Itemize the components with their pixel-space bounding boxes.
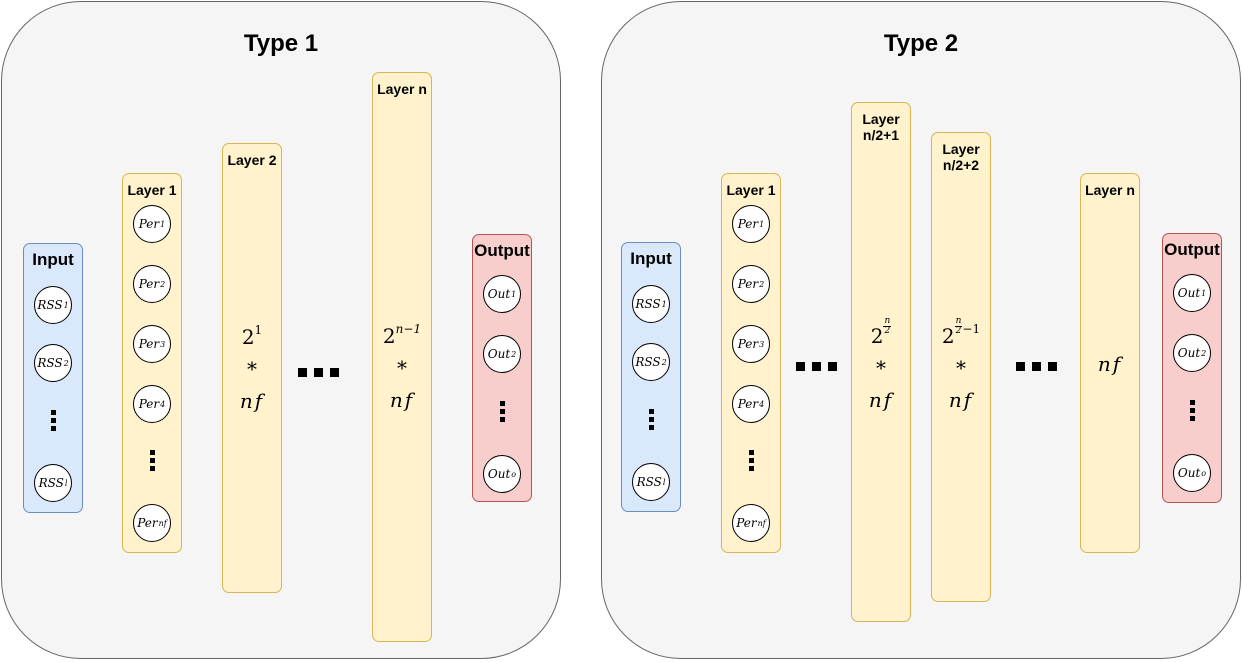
type1-title: Type 1 [243, 30, 319, 57]
vertical-ellipsis [1190, 400, 1196, 424]
vertical-ellipsis [51, 410, 57, 434]
layer-mid2-label: Layer n/2+2 [942, 141, 980, 173]
layern-label: Layer n [1085, 182, 1135, 198]
horizontal-ellipsis [298, 364, 346, 377]
output-label: Output [474, 241, 530, 260]
type1-layern-column: Layer n 2n−1 * nf [372, 72, 432, 642]
type2-layern-column: Layer n nf [1080, 173, 1140, 553]
layer2-size-formula: 21 * nf [239, 323, 265, 413]
vertical-ellipsis [500, 401, 506, 425]
layern-size-formula: 2n−1 * nf [382, 322, 422, 412]
type2-title: Type 2 [883, 30, 959, 57]
layern-label: Layer n [377, 81, 427, 97]
layer1-label: Layer 1 [127, 182, 177, 198]
vertical-ellipsis [649, 409, 655, 433]
input-label: Input [630, 249, 672, 268]
layer2-label: Layer 2 [227, 152, 277, 168]
horizontal-ellipsis [1016, 358, 1064, 371]
layern-size-formula: nf [1097, 352, 1123, 376]
vertical-ellipsis [150, 450, 156, 474]
input-label: Input [32, 250, 74, 269]
vertical-ellipsis [749, 450, 755, 474]
horizontal-ellipsis [796, 358, 844, 371]
layer-mid1-label: Layer n/2+1 [862, 111, 900, 143]
type1-layer2-column: Layer 2 21 * nf [222, 143, 282, 593]
layer1-label: Layer 1 [726, 182, 776, 198]
output-label: Output [1164, 240, 1220, 259]
